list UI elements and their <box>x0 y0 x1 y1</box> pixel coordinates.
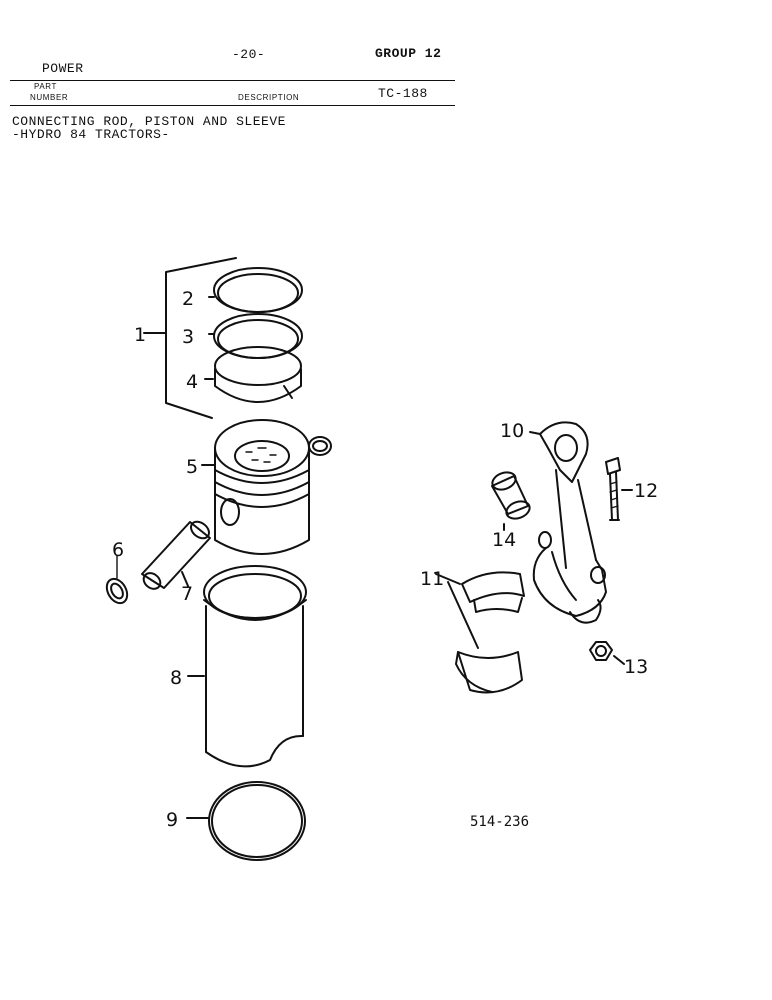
group-label: GROUP 12 <box>375 46 442 61</box>
piston-pin-bushing <box>491 471 531 531</box>
page-title: CONNECTING ROD, PISTON AND SLEEVE <box>12 114 286 129</box>
callout-3: 3 <box>182 326 194 348</box>
piston-pin <box>141 520 211 590</box>
piston-ring-3 <box>208 313 303 359</box>
ring-set-bracket <box>143 257 237 419</box>
column-number-label: NUMBER <box>30 93 69 102</box>
snap-ring-left <box>105 555 129 605</box>
piston-ring-2 <box>208 267 303 313</box>
header-rule-bottom <box>10 105 455 106</box>
callout-7: 7 <box>181 583 193 605</box>
callout-6: 6 <box>112 539 124 561</box>
piston <box>201 419 310 555</box>
column-part-label: PART <box>34 82 57 91</box>
reference-code: TC-188 <box>378 86 428 101</box>
callout-9: 9 <box>166 809 178 831</box>
snap-ring-right <box>308 436 332 456</box>
callout-10: 10 <box>500 420 524 442</box>
page-number: -20- <box>232 47 266 62</box>
callout-8: 8 <box>170 667 182 689</box>
connecting-rod <box>529 421 607 624</box>
piston-ring-4 <box>204 346 302 403</box>
page-subtitle: -HYDRO 84 TRACTORS- <box>12 127 170 142</box>
callout-2: 2 <box>182 288 194 310</box>
callout-4: 4 <box>186 371 198 393</box>
callout-1: 1 <box>134 324 146 346</box>
cylinder-sleeve <box>187 565 307 768</box>
rod-nut <box>589 641 625 665</box>
callout-14: 14 <box>492 529 516 551</box>
callout-12: 12 <box>634 480 658 502</box>
callout-13: 13 <box>624 656 648 678</box>
section-title: POWER <box>42 61 84 76</box>
header-rule-top <box>10 80 455 81</box>
figure-id: 514-236 <box>470 814 529 830</box>
rod-bolt <box>605 457 633 521</box>
rod-bearing-shells <box>435 571 525 694</box>
callout-11: 11 <box>420 568 444 590</box>
column-description-label: DESCRIPTION <box>238 93 300 102</box>
callout-5: 5 <box>186 456 198 478</box>
sleeve-seal-ring <box>186 781 306 861</box>
